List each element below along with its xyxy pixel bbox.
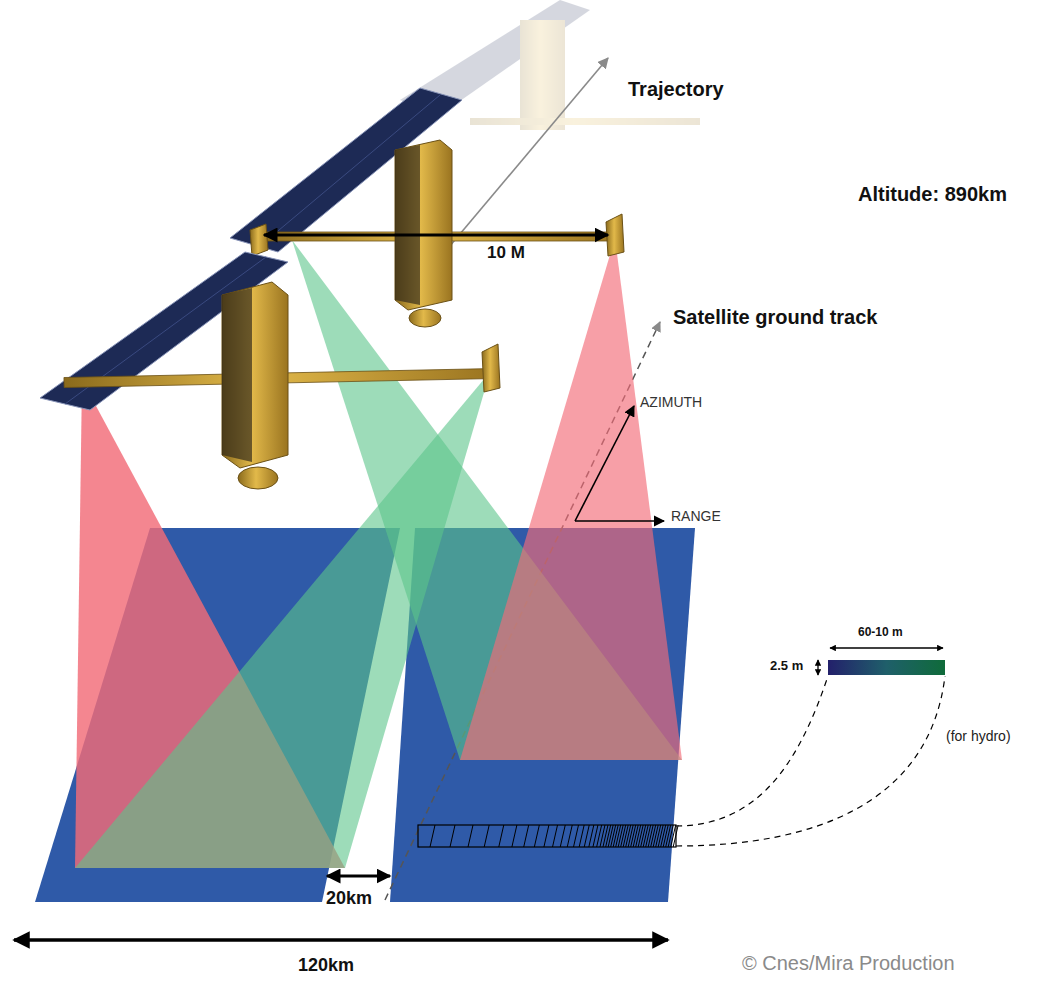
hatch-line [512,825,517,847]
dimension-label: 2.5 m [770,659,803,674]
beam-red [460,238,682,760]
hatch-line [579,825,584,847]
hatch-line [666,825,671,847]
hatch-line [584,825,589,847]
hatch-line [648,825,653,847]
hatch-line [631,825,636,847]
hatch-line [658,825,663,847]
dimension-label: 20km [326,888,372,909]
dimension-arrow [830,647,943,648]
dimension-arrow [817,660,818,675]
satellite [230,88,624,327]
hatch-line [544,825,549,847]
hatch-line [628,825,633,847]
pixel-strip [418,825,678,847]
altitude-label: Altitude: 890km [858,183,1007,206]
range-arrow [575,520,664,522]
hatch-line [641,825,646,847]
ground-track-label: Satellite ground track [673,306,878,329]
dimension-arrow [14,938,668,942]
hatch-line [621,825,626,847]
dimension-label: 120km [298,955,354,976]
copyright-watermark: © Cnes/Mira Production [742,952,955,975]
hatch-line [638,825,643,847]
hatch-line [499,825,504,847]
hatch-line [606,825,611,847]
hatch-line [611,825,616,847]
resolution-bar [828,660,945,675]
hatch-line [430,825,435,847]
hatch-line [623,825,628,847]
hatch-line [574,825,579,847]
hatch-line [633,825,638,847]
axis-label: RANGE [671,508,721,524]
hatch-line [450,825,455,847]
satellite [40,252,500,489]
hatch-line [468,825,473,847]
hatch-line [653,825,658,847]
note-label: (for hydro) [946,728,1011,744]
hatch-line [636,825,641,847]
hatch-line [553,825,558,847]
dimension-arrow [327,875,390,878]
hatch-line [618,825,623,847]
trajectory-label: Trajectory [628,78,724,101]
leader-line [676,676,945,846]
hatch-line [651,825,656,847]
dimension-label: 10 M [487,243,525,263]
axis-label: AZIMUTH [640,394,702,410]
hatch-line [616,825,621,847]
hatch-line [661,825,666,847]
hatch-line [589,825,594,847]
dimension-arrow [264,234,608,237]
hatch-line [608,825,613,847]
hatch-line [646,825,651,847]
hatch-line [524,825,529,847]
hatch-line [567,825,572,847]
hatch-line [603,825,608,847]
hatch-line [663,825,668,847]
hatch-line [668,825,673,847]
azimuth-arrow [575,406,634,521]
hatch-line [613,825,618,847]
hatch-line [484,825,489,847]
hatch-line [560,825,565,847]
hatch-line [534,825,539,847]
leader-line [676,676,828,826]
hatch-line [656,825,661,847]
hatch-line [673,825,678,847]
hatch-line [643,825,648,847]
hatch-line [626,825,631,847]
hatch-line [671,825,676,847]
dimension-label: 60-10 m [858,626,903,640]
